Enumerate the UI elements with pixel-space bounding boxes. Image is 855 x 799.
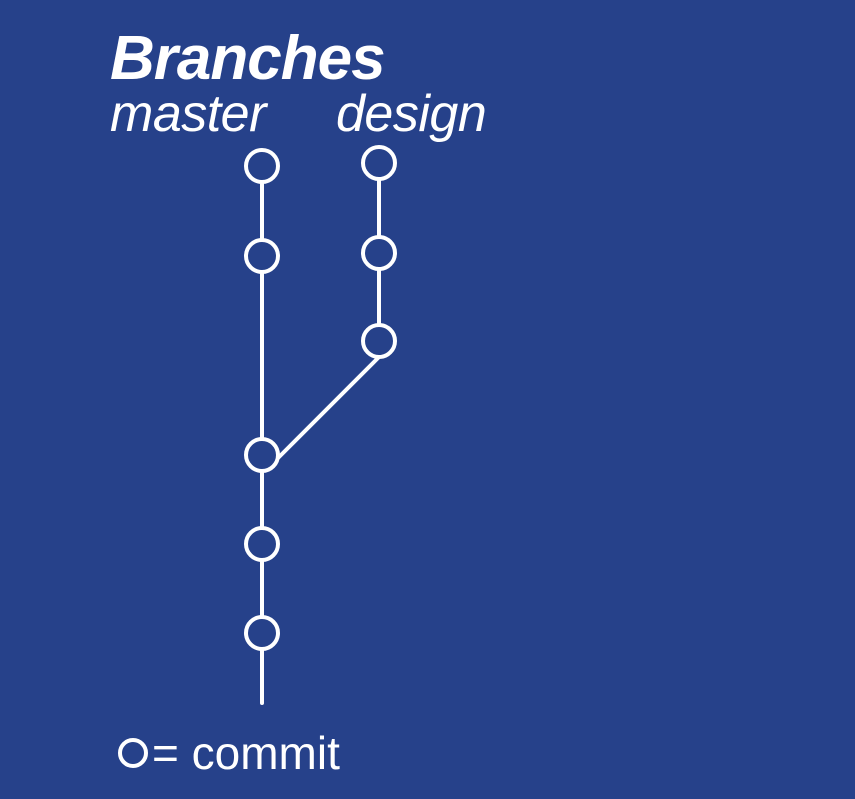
commit-node	[244, 238, 280, 274]
commit-node	[361, 323, 397, 359]
branch-connector-line	[276, 355, 381, 460]
branch-label-master: master	[110, 85, 266, 143]
commit-node	[244, 615, 280, 651]
commit-node	[361, 145, 397, 181]
legend-label: = commit	[152, 727, 340, 779]
commit-node	[244, 526, 280, 562]
commit-node	[244, 437, 280, 473]
branch-label-design: design	[336, 85, 487, 143]
diagram-title: Branches	[110, 24, 386, 93]
commit-node	[361, 235, 397, 271]
legend: = commit	[118, 728, 340, 778]
commit-node	[244, 148, 280, 184]
commit-circle-icon	[118, 738, 148, 768]
